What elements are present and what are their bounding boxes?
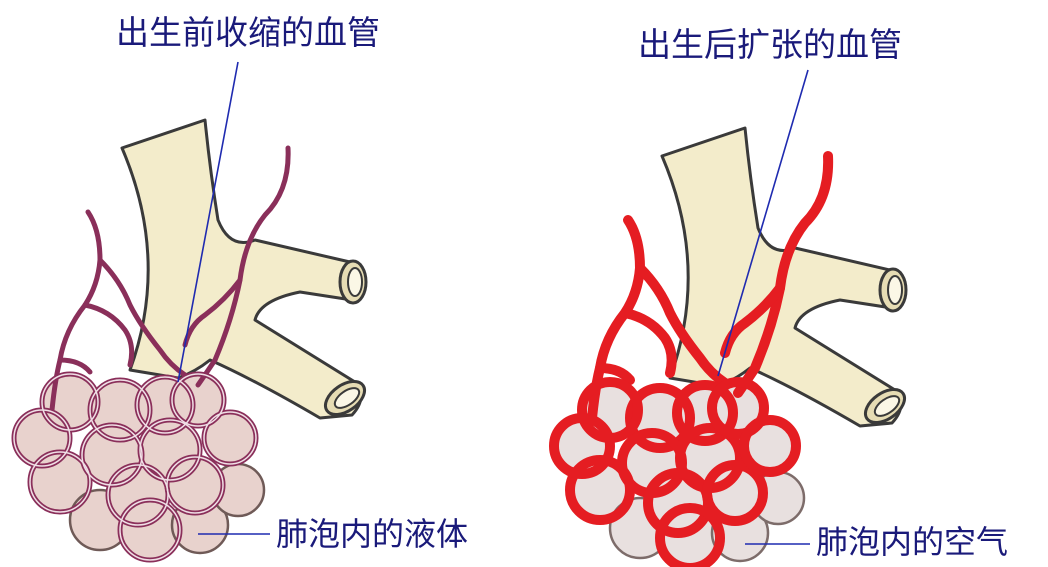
after-birth-panel — [554, 70, 910, 567]
before-birth-panel — [14, 62, 370, 560]
label-after-vessel: 出生后扩张的血管 — [638, 28, 902, 61]
label-before-vessel: 出生前收缩的血管 — [116, 16, 380, 49]
label-before-content: 肺泡内的液体 — [276, 518, 468, 550]
label-after-content: 肺泡内的空气 — [816, 526, 1008, 558]
